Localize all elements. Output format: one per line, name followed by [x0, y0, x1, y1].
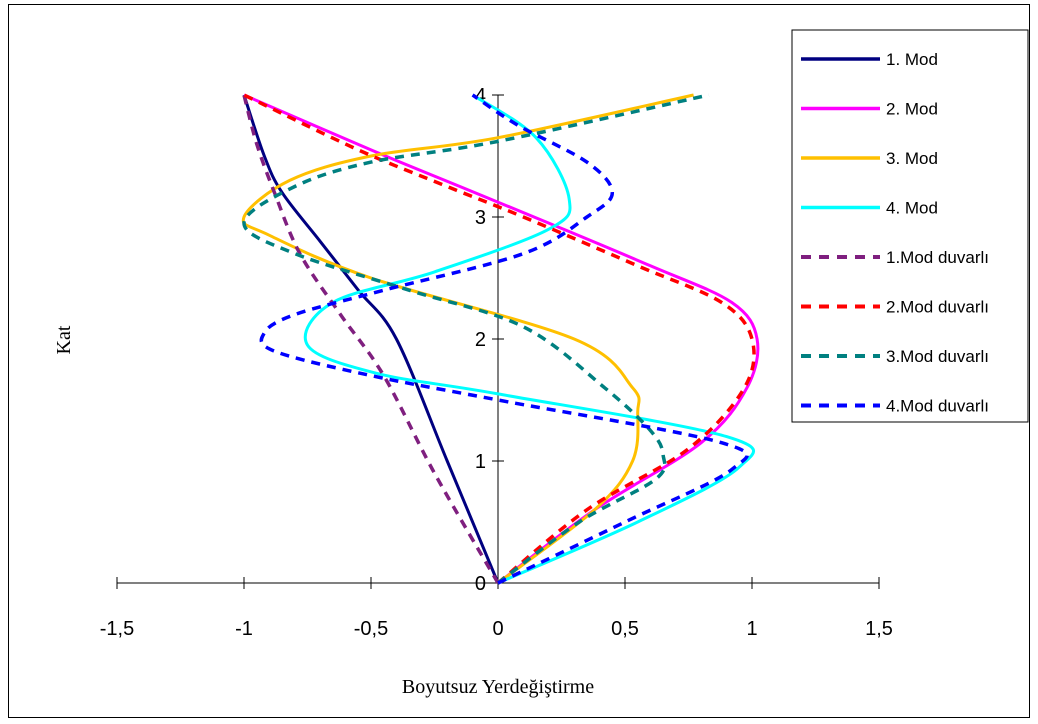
series-line-6: [243, 93, 756, 585]
x-tick-label: 0,5: [611, 618, 639, 640]
legend-label-6: 2.Mod duvarlı: [886, 298, 989, 317]
y-tick-label: 0: [475, 573, 486, 595]
series-line-5: [242, 94, 500, 584]
x-tick-label: -0,5: [354, 618, 388, 640]
series-line-8: [259, 93, 749, 585]
x-axis-title: Boyutsuz Yerdeğiştirme: [402, 676, 594, 698]
y-tick-label: 1: [475, 451, 486, 473]
x-tick-label: -1,5: [100, 618, 134, 640]
series-line-2: [243, 93, 760, 585]
y-axis-title: Kat: [53, 325, 75, 354]
x-tick-label: 0: [492, 618, 503, 640]
axes: -1,5 -1 -0,5 0 0,5 1 1,5 0 1 2 3 4: [100, 85, 893, 640]
legend-label-4: 4. Mod: [886, 199, 938, 218]
legend-label-5: 1.Mod duvarlı: [886, 248, 989, 267]
y-tick-label: 3: [475, 207, 486, 229]
legend-label-2: 2. Mod: [886, 100, 938, 119]
legend-box: [791, 29, 1029, 423]
series-line-7: [242, 93, 710, 585]
legend-label-1: 1. Mod: [886, 50, 938, 69]
x-tick-label: 1,5: [865, 618, 893, 640]
legend-label-8: 4.Mod duvarlı: [886, 397, 989, 416]
plot-area: [241, 93, 760, 585]
legend: 1. Mod 2. Mod 3. Mod 4. Mod 1.Mod duvarlı 2.M…: [791, 29, 1029, 423]
y-tick-label: 2: [475, 329, 486, 351]
legend-label-7: 3.Mod duvarlı: [886, 347, 989, 366]
x-tick-label: -1: [235, 618, 253, 640]
x-tick-label: 1: [746, 618, 757, 640]
series-line-4: [303, 93, 755, 585]
series-line-1: [242, 94, 500, 584]
legend-label-3: 3. Mod: [886, 149, 938, 168]
y-tick-label: 4: [475, 85, 486, 107]
